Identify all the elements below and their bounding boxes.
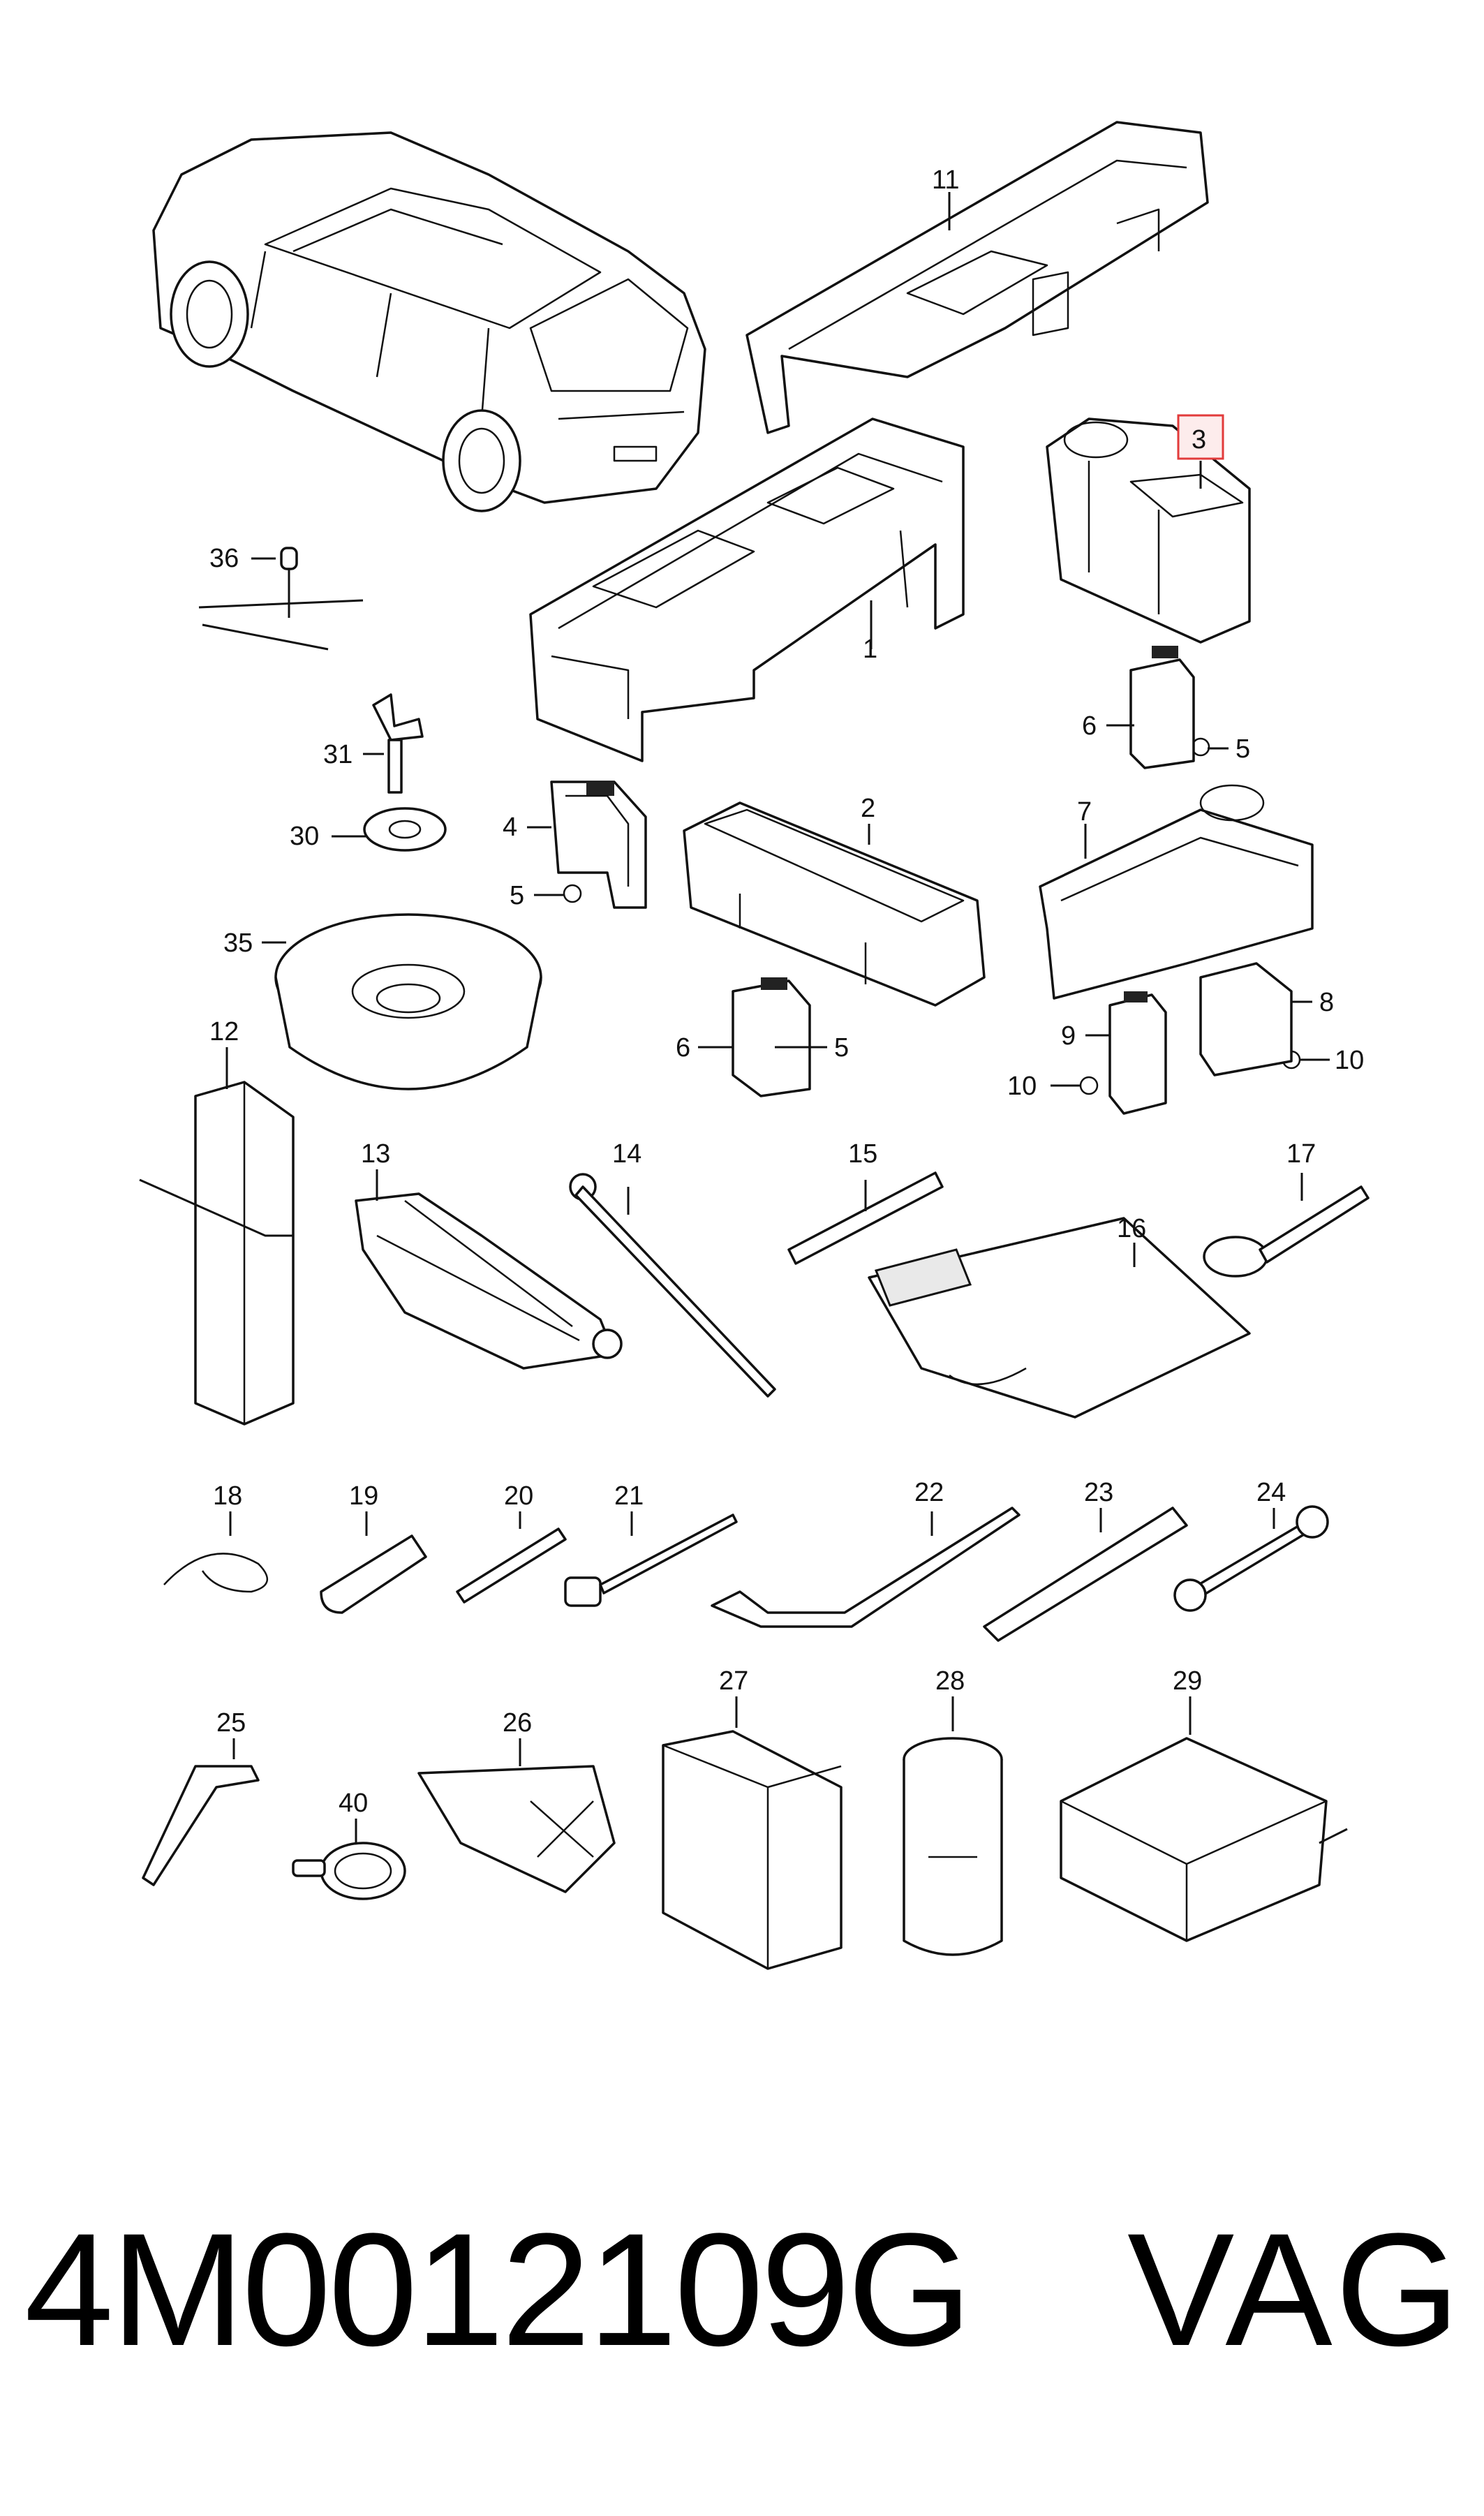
callout-17: 17 bbox=[1286, 1139, 1316, 1169]
callout-19: 19 bbox=[349, 1481, 378, 1511]
callout-11: 11 bbox=[932, 165, 959, 195]
callout-9: 9 bbox=[1061, 1021, 1076, 1051]
callout-25: 25 bbox=[216, 1708, 246, 1738]
part-18-hook bbox=[163, 1553, 269, 1593]
callout-31: 31 bbox=[323, 740, 353, 769]
callout-13: 13 bbox=[361, 1139, 390, 1169]
part-11-foam-carrier bbox=[745, 121, 1209, 434]
callout-29: 29 bbox=[1173, 1666, 1202, 1696]
part-6-strap-upper bbox=[1129, 646, 1195, 769]
callout-8: 8 bbox=[1319, 988, 1334, 1017]
part-8-strap bbox=[1199, 962, 1293, 1076]
part-22-wheel-wrench bbox=[711, 1507, 1021, 1628]
part-26-wheel-chock bbox=[417, 1765, 616, 1893]
callout-5-upper: 5 bbox=[1236, 734, 1250, 764]
part-4-strap bbox=[550, 780, 647, 909]
callout-1: 1 bbox=[863, 635, 877, 664]
callout-23: 23 bbox=[1084, 1478, 1113, 1507]
callout-4: 4 bbox=[503, 813, 517, 842]
callout-30: 30 bbox=[290, 822, 319, 851]
callout-labels: 11 1 3 36 31 30 4 5 2 6 5 7 35 8 12 6 5 … bbox=[209, 165, 1364, 1818]
part-17-towing-eye bbox=[1203, 1185, 1370, 1278]
callout-35: 35 bbox=[223, 928, 253, 958]
callout-10-left: 10 bbox=[1007, 1072, 1037, 1101]
callout-2: 2 bbox=[861, 794, 875, 823]
part-35-wheel-well bbox=[274, 913, 542, 1090]
vehicle-illustration bbox=[152, 131, 706, 512]
part-23-tool bbox=[983, 1507, 1188, 1642]
callout-27: 27 bbox=[719, 1666, 748, 1696]
part-25-tool bbox=[142, 1765, 260, 1886]
part-20-pin bbox=[456, 1527, 567, 1604]
part-28-compressor-bottle bbox=[903, 1737, 1003, 1956]
brand-label: VAG bbox=[1127, 2200, 1463, 2379]
callout-5-left: 5 bbox=[510, 881, 524, 910]
callout-10-right: 10 bbox=[1335, 1046, 1364, 1075]
callout-16: 16 bbox=[1117, 1214, 1146, 1243]
part-15-rod bbox=[787, 1171, 944, 1265]
part-3-storage-box bbox=[1046, 417, 1251, 644]
part-13-jack bbox=[355, 1192, 623, 1370]
part-7-box bbox=[1039, 784, 1314, 1000]
callout-40: 40 bbox=[339, 1789, 368, 1818]
part-24-spanner bbox=[1173, 1505, 1329, 1612]
part-12-box bbox=[139, 1081, 295, 1426]
callout-28: 28 bbox=[935, 1666, 965, 1696]
part-16-tool-pouch bbox=[868, 1217, 1251, 1419]
callout-7: 7 bbox=[1077, 797, 1092, 827]
part-6-strap-middle bbox=[732, 977, 811, 1097]
callout-6-middle: 6 bbox=[676, 1033, 690, 1063]
callout-3-highlight bbox=[1177, 414, 1224, 460]
callout-20: 20 bbox=[504, 1481, 533, 1511]
callout-14: 14 bbox=[612, 1139, 641, 1169]
callout-5-middle: 5 bbox=[834, 1033, 849, 1063]
leader-lines bbox=[225, 192, 1330, 1843]
part-40-gauge bbox=[292, 1842, 406, 1900]
part-29-case bbox=[1060, 1737, 1348, 1942]
part-19-tool bbox=[320, 1534, 427, 1614]
part-36-bolt bbox=[198, 547, 364, 651]
part-number: 4M0012109G bbox=[24, 2200, 972, 2379]
part-9-strap bbox=[1108, 991, 1167, 1115]
part-1-foam-tray bbox=[529, 417, 965, 762]
part-27-box bbox=[662, 1730, 843, 1970]
part-14-crank bbox=[569, 1173, 776, 1398]
part-2-tray bbox=[683, 801, 986, 1007]
callout-21: 21 bbox=[614, 1481, 644, 1511]
callout-36: 36 bbox=[209, 544, 239, 573]
callout-26: 26 bbox=[503, 1708, 532, 1738]
part-31-wing-bolt bbox=[372, 693, 424, 794]
part-30-washer bbox=[363, 807, 447, 852]
callout-3: 3 bbox=[1192, 425, 1206, 454]
callout-15: 15 bbox=[848, 1139, 877, 1169]
callout-18: 18 bbox=[213, 1481, 242, 1511]
callout-24: 24 bbox=[1256, 1478, 1286, 1507]
footer: 4M0012109G VAG bbox=[0, 2185, 1484, 2395]
callout-6-upper: 6 bbox=[1082, 711, 1097, 741]
callout-12: 12 bbox=[209, 1017, 239, 1046]
part-21-socket bbox=[564, 1514, 738, 1607]
callout-22: 22 bbox=[914, 1478, 944, 1507]
